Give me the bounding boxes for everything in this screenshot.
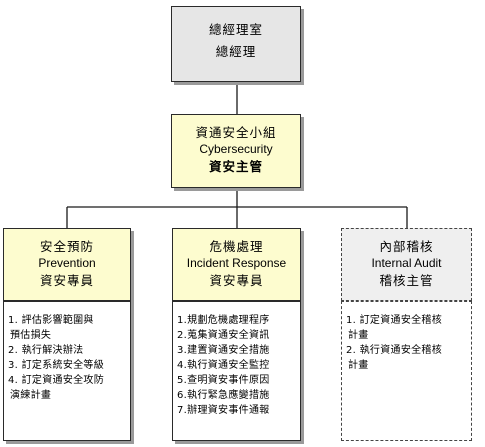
root-title: 總經理室 總經理 <box>172 19 300 63</box>
prevention-task-list: 1. 評估影響範圍與 預估損失 2. 執行解決辦法 3. 訂定系統安全等級 4.… <box>8 313 130 403</box>
incident-tasks-box: 1.規劃危機處理程序 2.蒐集資通安全資訊 3.建置資通安全措施 4.執行資通安… <box>172 301 301 441</box>
list-item: 1. 訂定資通安全稽核 <box>346 315 443 326</box>
list-item: 5.查明資安事件原因 <box>177 375 270 386</box>
cybersecurity-line3: 資安主管 <box>208 159 263 174</box>
list-item: 1.規劃危機處理程序 <box>177 315 270 326</box>
prevention-line1: 安全預防 <box>39 239 94 254</box>
cybersecurity-line2: Cybersecurity <box>199 142 273 156</box>
cybersecurity-title: 資通安全小組 Cybersecurity 資安主管 <box>172 124 300 175</box>
audit-task-list: 1. 訂定資通安全稽核 計畫 2. 執行資通安全稽核 計畫 <box>346 313 471 373</box>
list-item: 3.建置資通安全措施 <box>177 345 270 356</box>
audit-header-box: 內部稽核 Internal Audit 稽核主管 <box>341 228 472 301</box>
list-item: 計畫 <box>348 330 369 341</box>
list-item: 預估損失 <box>10 330 52 341</box>
incident-title: 危機處理 Incident Response 資安專員 <box>173 238 300 289</box>
list-item: 3. 訂定系統安全等級 <box>8 360 105 371</box>
prevention-line3: 資安專員 <box>39 273 94 288</box>
incident-line3: 資安專員 <box>209 273 264 288</box>
audit-title: 內部稽核 Internal Audit 稽核主管 <box>342 238 471 289</box>
incident-task-list: 1.規劃危機處理程序 2.蒐集資通安全資訊 3.建置資通安全措施 4.執行資通安… <box>177 313 300 418</box>
list-item: 2. 執行資通安全稽核 <box>346 345 443 356</box>
list-item: 7.辦理資安事件通報 <box>177 405 270 416</box>
list-item: 計畫 <box>348 360 369 371</box>
list-item: 1. 評估影響範圍與 <box>8 315 94 326</box>
list-item: 4. 訂定資通安全攻防 <box>8 375 105 386</box>
cybersecurity-box: 資通安全小組 Cybersecurity 資安主管 <box>171 114 301 188</box>
root-line1: 總經理室 <box>208 22 263 37</box>
cybersecurity-line1: 資通安全小組 <box>195 125 277 140</box>
incident-header-box: 危機處理 Incident Response 資安專員 <box>172 228 301 301</box>
incident-line2: Incident Response <box>186 256 287 270</box>
root-line2: 總經理 <box>215 44 257 59</box>
prevention-line2: Prevention <box>38 256 96 270</box>
prevention-tasks-box: 1. 評估影響範圍與 預估損失 2. 執行解決辦法 3. 訂定系統安全等級 4.… <box>3 301 131 441</box>
audit-tasks-box: 1. 訂定資通安全稽核 計畫 2. 執行資通安全稽核 計畫 <box>341 301 472 441</box>
list-item: 2. 執行解決辦法 <box>8 345 84 356</box>
prevention-title: 安全預防 Prevention 資安專員 <box>4 238 130 289</box>
audit-line3: 稽核主管 <box>379 273 434 288</box>
list-item: 6.執行緊急應變措施 <box>177 390 270 401</box>
root-box: 總經理室 總經理 <box>171 6 301 82</box>
incident-line1: 危機處理 <box>209 239 264 254</box>
list-item: 演練計畫 <box>10 390 52 401</box>
list-item: 4.執行資通安全監控 <box>177 360 270 371</box>
prevention-header-box: 安全預防 Prevention 資安專員 <box>3 228 131 301</box>
audit-line1: 內部稽核 <box>379 239 434 254</box>
list-item: 2.蒐集資通安全資訊 <box>177 330 270 341</box>
audit-line2: Internal Audit <box>371 256 442 270</box>
